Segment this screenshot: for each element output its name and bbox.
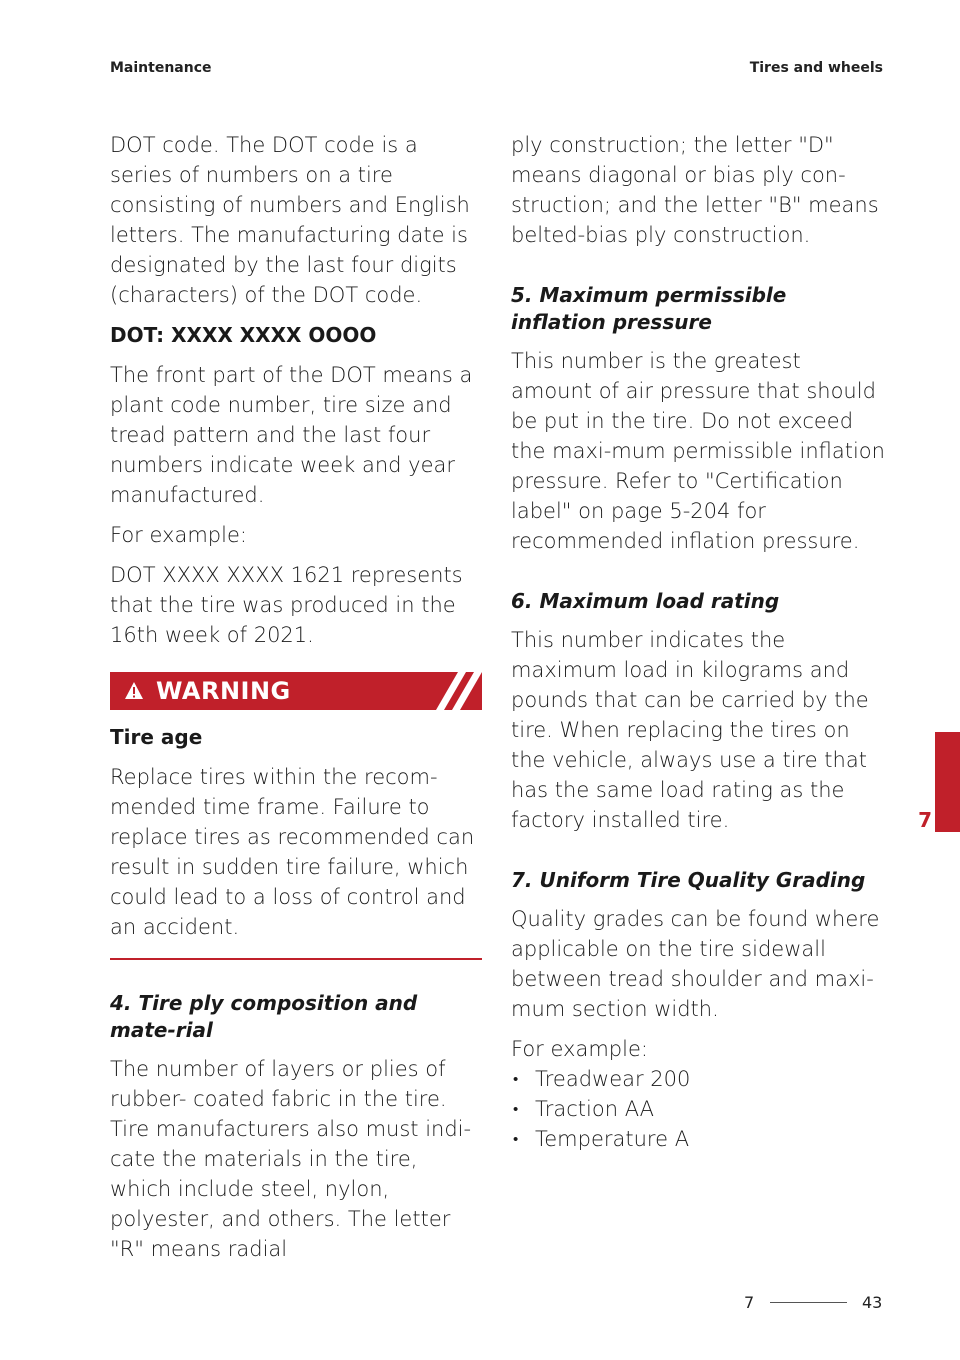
dot-explanation: The front part of the DOT means a plant … [110,363,473,507]
section-4-heading: 4. Tire ply composition and mate-rial [110,991,418,1042]
warning-divider [110,958,482,960]
warning-banner: WARNING [110,672,482,710]
warning-body: Replace tires within the recom-mended ti… [110,765,475,939]
example-label: For example: [110,523,247,547]
dot-format: DOT: XXXX XXXX OOOO [110,323,377,347]
section-4-body: The number of layers or plies of rubber-… [110,1057,472,1261]
section-6-body: This number indicates the maximum load i… [511,628,869,832]
section-7-body: Quality grades can be found where applic… [511,907,880,1021]
running-header-topic: Tires and wheels [749,60,883,76]
chapter-tab-number: 7 [918,808,932,832]
footer-chapter: 7 [744,1293,755,1312]
section-7-example-label: For example: [511,1037,648,1061]
running-header-section: Maintenance [110,60,212,76]
chapter-tab [935,732,960,832]
list-item: Treadwear 200 [511,1064,886,1094]
warning-label: WARNING [156,677,291,705]
section-5-body: This number is the greatest amount of ai… [511,349,885,553]
warning-triangle-icon [125,682,143,699]
section-7-heading: 7. Uniform Tire Quality Grading [511,868,866,892]
list-item: Traction AA [511,1094,886,1124]
warning-title: Tire age [110,725,203,749]
warning-stripes [422,672,482,710]
list-item: Temperature A [511,1124,886,1154]
right-column: ply construction; the letter "D" means d… [511,130,886,1154]
grading-list: Treadwear 200 Traction AA Temperature A [511,1064,886,1154]
footer-page-number: 43 [862,1293,883,1312]
footer-divider [770,1302,847,1303]
continuation-paragraph: ply construction; the letter "D" means d… [511,133,879,247]
example-text: DOT XXXX XXXX 1621 represents that the t… [110,563,463,647]
section-5-heading: 5. Maximum permissible inflation pressur… [511,283,787,334]
intro-paragraph: DOT code. The DOT code is a series of nu… [110,133,470,307]
section-6-heading: 6. Maximum load rating [511,589,780,613]
left-column: DOT code. The DOT code is a series of nu… [110,130,482,1274]
